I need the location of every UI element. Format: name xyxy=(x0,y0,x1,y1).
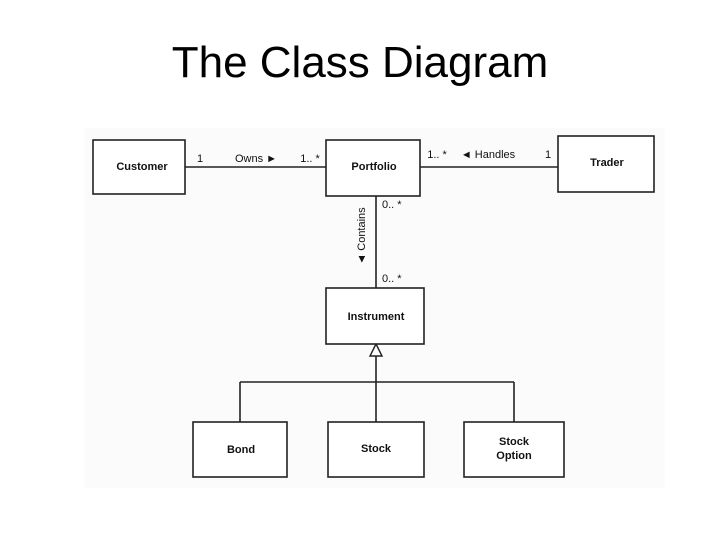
stock-option-class-name-line2: Option xyxy=(496,450,532,462)
portfolio-class-box xyxy=(325,139,421,197)
customer-class-name: Customer xyxy=(116,161,168,173)
customer-class-box xyxy=(92,139,186,195)
stock-class-box xyxy=(327,421,425,478)
owns-customer-multiplicity: 1 xyxy=(197,153,203,165)
trader-class-box xyxy=(557,135,655,193)
instrument-class-name: Instrument xyxy=(348,311,405,323)
bond-class-name: Bond xyxy=(227,444,255,456)
owns-association-name: Owns ► xyxy=(235,153,277,165)
portfolio-class-name: Portfolio xyxy=(351,161,396,173)
stock-option-class-name-line1: Stock xyxy=(499,436,530,448)
handles-association-name: ◄ Handles xyxy=(461,149,516,161)
slide-title: The Class Diagram xyxy=(171,38,549,87)
handles-trader-multiplicity: 1 xyxy=(545,149,551,161)
bond-class-box xyxy=(192,421,288,478)
contains-instrument-multiplicity: 0.. * xyxy=(382,273,402,285)
instrument-class-box xyxy=(325,287,425,345)
owns-portfolio-multiplicity: 1.. * xyxy=(300,153,320,165)
stock-option-class-box xyxy=(463,421,565,478)
generalization-triangle-icon xyxy=(368,342,384,357)
stock-class-name: Stock xyxy=(361,443,392,455)
handles-portfolio-multiplicity: 1.. * xyxy=(427,149,447,161)
contains-association-name: ◄ Contains xyxy=(356,207,368,265)
contains-portfolio-multiplicity: 0.. * xyxy=(382,199,402,211)
trader-class-name: Trader xyxy=(590,157,624,169)
